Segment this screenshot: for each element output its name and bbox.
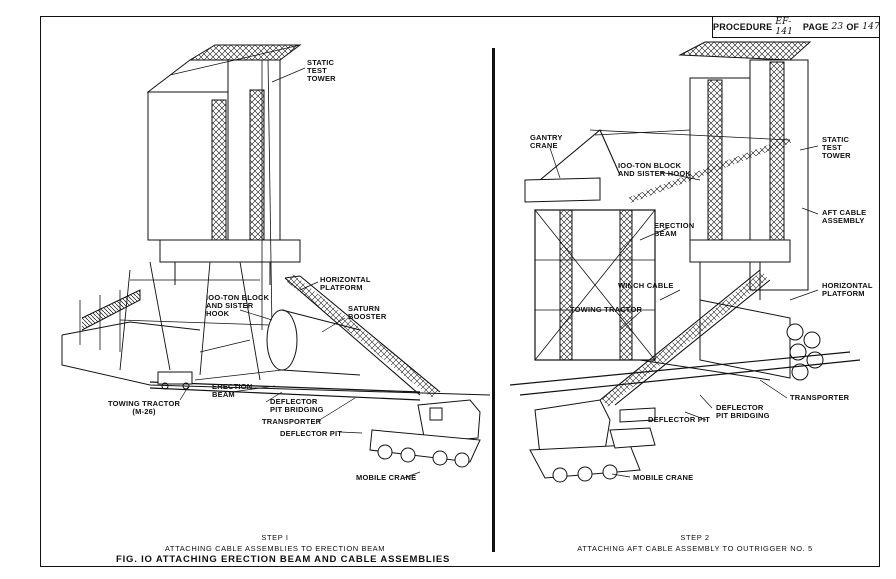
label-deflector-pit-bridging-2: DEFLECTOR PIT BRIDGING xyxy=(716,403,770,420)
procedure-label: PROCEDURE xyxy=(713,21,773,32)
label-horizontal-platform-2: HORIZONTAL PLATFORM xyxy=(822,281,873,298)
label-deflector-pit-1: DEFLECTOR PIT xyxy=(280,429,343,438)
label-erection-beam-2: ERECTION BEAM xyxy=(654,221,695,238)
label-block-hook-2: IOO-TON BLOCK AND SISTER HOOK xyxy=(618,161,692,178)
step1-drawing xyxy=(61,44,491,479)
label-towing-tractor-2: TOWING TRACTOR xyxy=(570,305,643,314)
label-towing-tractor-1: TOWING TRACTOR (M-26) xyxy=(108,399,181,416)
procedure-header: PROCEDURE EF-141 PAGE 23 OF 147 xyxy=(712,16,880,38)
label-mobile-crane-2: MOBILE CRANE xyxy=(633,473,694,482)
page-number: 23 xyxy=(831,21,844,32)
label-erection-beam-1: ERECTION BEAM xyxy=(212,382,253,399)
label-mobile-crane-1: MOBILE CRANE xyxy=(356,473,417,482)
label-aft-cable-assembly: AFT CABLE ASSEMBLY xyxy=(822,208,867,225)
step2-caption-text: ATTACHING AFT CABLE ASSEMBLY TO OUTRIGGE… xyxy=(577,544,813,553)
label-horizontal-platform-1: HORIZONTAL PLATFORM xyxy=(320,275,371,292)
label-winch-cable: WINCH CABLE xyxy=(618,281,674,290)
figure-title: FIG. IO ATTACHING ERECTION BEAM AND CABL… xyxy=(116,554,451,565)
page-frame xyxy=(40,16,880,567)
step2-drawing xyxy=(509,41,861,483)
label-deflector-pit-2: DEFLECTOR PIT xyxy=(648,415,711,424)
panel-divider xyxy=(492,48,495,552)
procedure-number: EF-141 xyxy=(775,16,794,37)
label-saturn-booster: SATURN BOOSTER xyxy=(348,304,387,321)
label-transporter-2: TRANSPORTER xyxy=(790,393,850,402)
label-gantry-crane: GANTRY CRANE xyxy=(530,133,563,150)
label-static-test-tower-1: STATIC TEST TOWER xyxy=(307,58,336,83)
step2-caption-step: STEP 2 xyxy=(680,533,710,542)
label-block-hook-1: IOO-TON BLOCK AND SISTER HOOK xyxy=(206,293,270,318)
label-static-test-tower-2: STATIC TEST TOWER xyxy=(822,135,851,160)
page-total: 147 xyxy=(862,21,880,32)
of-label: OF xyxy=(846,21,860,32)
label-deflector-pit-bridging-1: DEFLECTOR PIT BRIDGING xyxy=(270,397,324,414)
label-transporter-1: TRANSPORTER xyxy=(262,417,322,426)
page-label: PAGE xyxy=(802,21,829,32)
step1-caption-text: ATTACHING CABLE ASSEMBLIES TO ERECTION B… xyxy=(164,544,386,553)
step1-caption-step: STEP I xyxy=(261,533,289,542)
